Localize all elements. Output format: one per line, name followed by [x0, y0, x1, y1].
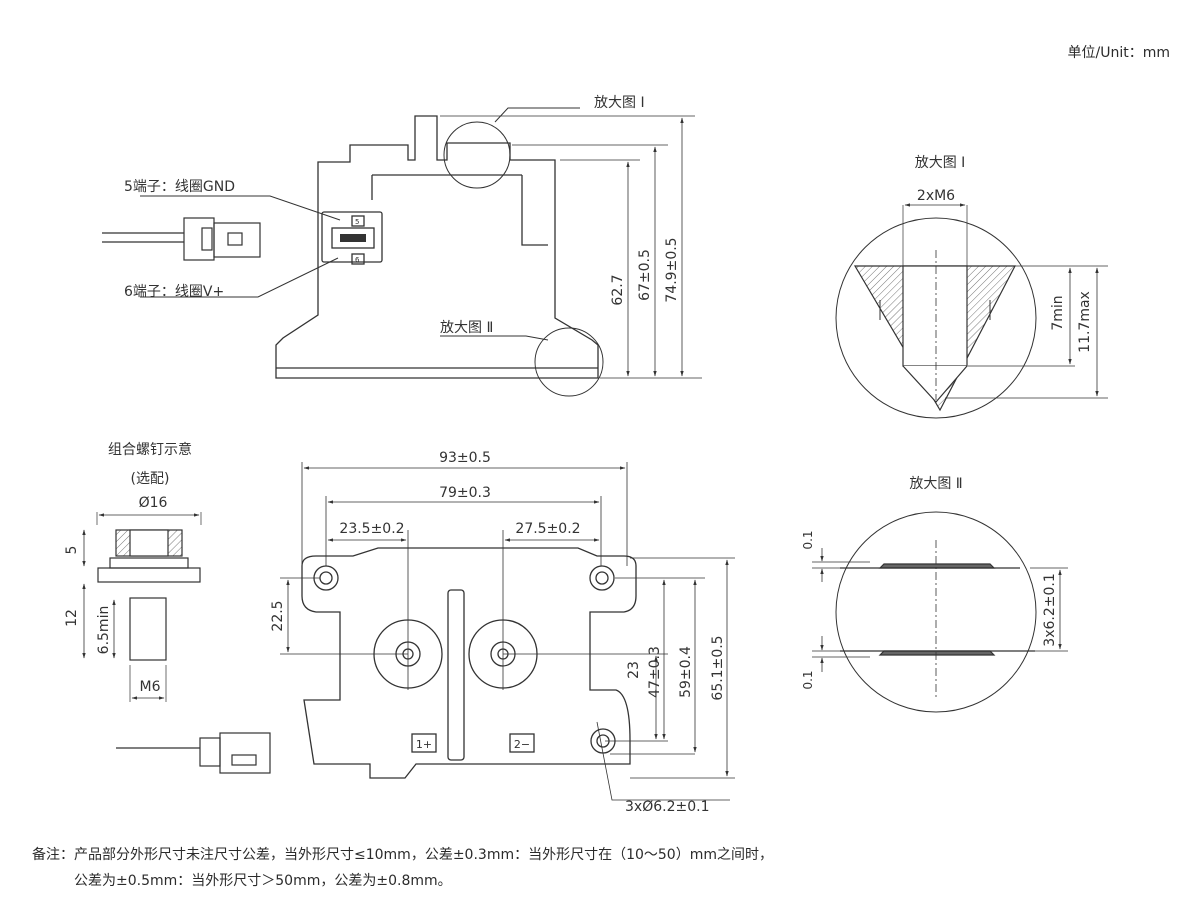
top-dimensions [280, 462, 735, 801]
relay-inner-step [371, 174, 548, 246]
screw-thread-min: 6.5min [96, 606, 112, 655]
screw-head-dim: 5 [64, 546, 80, 555]
dim-height-body: 62.7 [610, 274, 626, 305]
pin6-label: 6端子：线圈V+ [124, 284, 224, 300]
detail2-dim-top: 0.1 [801, 530, 815, 549]
separator-rib [447, 589, 465, 761]
notes-line2: 公差为±0.5mm：当外形尺寸＞50mm，公差为±0.8mm。 [74, 873, 452, 889]
screw-diameter: Ø16 [139, 495, 168, 511]
dim-v47: 47±0.3 [647, 646, 663, 698]
pin5-mark: 5 [355, 218, 359, 226]
dim-left-vertical: 22.5 [270, 600, 286, 631]
side-callout-detail1: 放大图 Ⅰ [594, 95, 645, 111]
detail1-thread-depth: 7min [1050, 295, 1066, 330]
screw-subtitle: (选配) [131, 471, 170, 487]
unit-label: 单位/Unit：mm [1067, 45, 1171, 61]
pin5-label: 5端子：线圈GND [124, 179, 235, 195]
screw-view [82, 512, 202, 702]
side-view [140, 107, 604, 397]
detail2-view [812, 511, 1068, 713]
detail1-view [835, 203, 1108, 419]
top-view-outline [301, 547, 637, 779]
screw-title: 组合螺钉示意 [108, 441, 192, 458]
terminal2-box [509, 733, 535, 753]
detail2-dim-hole: 3x6.2±0.1 [1042, 573, 1058, 646]
detail2-circle [534, 327, 604, 397]
connector-sketch [116, 732, 271, 774]
detail2-dim-bottom: 0.1 [801, 670, 815, 689]
dim-v65: 65.1±0.5 [710, 635, 726, 700]
detail2-title: 放大图 Ⅱ [909, 476, 962, 492]
dim-mount-pitch: 79±0.3 [439, 485, 491, 501]
detail1-title: 放大图 Ⅰ [915, 155, 966, 171]
dim-right-offset: 27.5±0.2 [515, 521, 580, 537]
terminal2-label: 2− [514, 738, 530, 751]
dim-left-offset: 23.5±0.2 [339, 521, 404, 537]
relay-body-outline [275, 115, 599, 379]
dim-height-total: 74.9±0.5 [664, 237, 680, 302]
dim-height-terminal: 67±0.5 [637, 249, 653, 301]
pin6-box [351, 253, 365, 265]
detail1-circle [443, 121, 511, 189]
coil-harness [102, 217, 261, 261]
pin6-mark: 6 [355, 256, 360, 264]
dim-holes: 3xØ6.2±0.1 [625, 799, 709, 815]
terminal1-box [411, 733, 437, 753]
detail1-hole-depth: 11.7max [1077, 291, 1093, 353]
dim-v23: 23 [626, 661, 642, 679]
screw-thread: M6 [140, 679, 161, 695]
dim-width-total: 93±0.5 [439, 450, 491, 466]
side-callout-detail2: 放大图 Ⅱ [440, 320, 493, 336]
coil-connector-slot [331, 227, 375, 249]
screw-length-dim: 12 [64, 609, 80, 627]
top-view [301, 547, 637, 779]
terminal1-label: 1+ [416, 738, 432, 751]
notes-line1: 备注：产品部分外形尺寸未注尺寸公差，当外形尺寸≤10mm，公差±0.3mm：当外… [32, 847, 773, 863]
detail1-thread: 2xM6 [917, 188, 955, 204]
pin5-box [351, 215, 365, 227]
side-dimensions [440, 115, 702, 379]
dim-v59: 59±0.4 [678, 646, 694, 698]
